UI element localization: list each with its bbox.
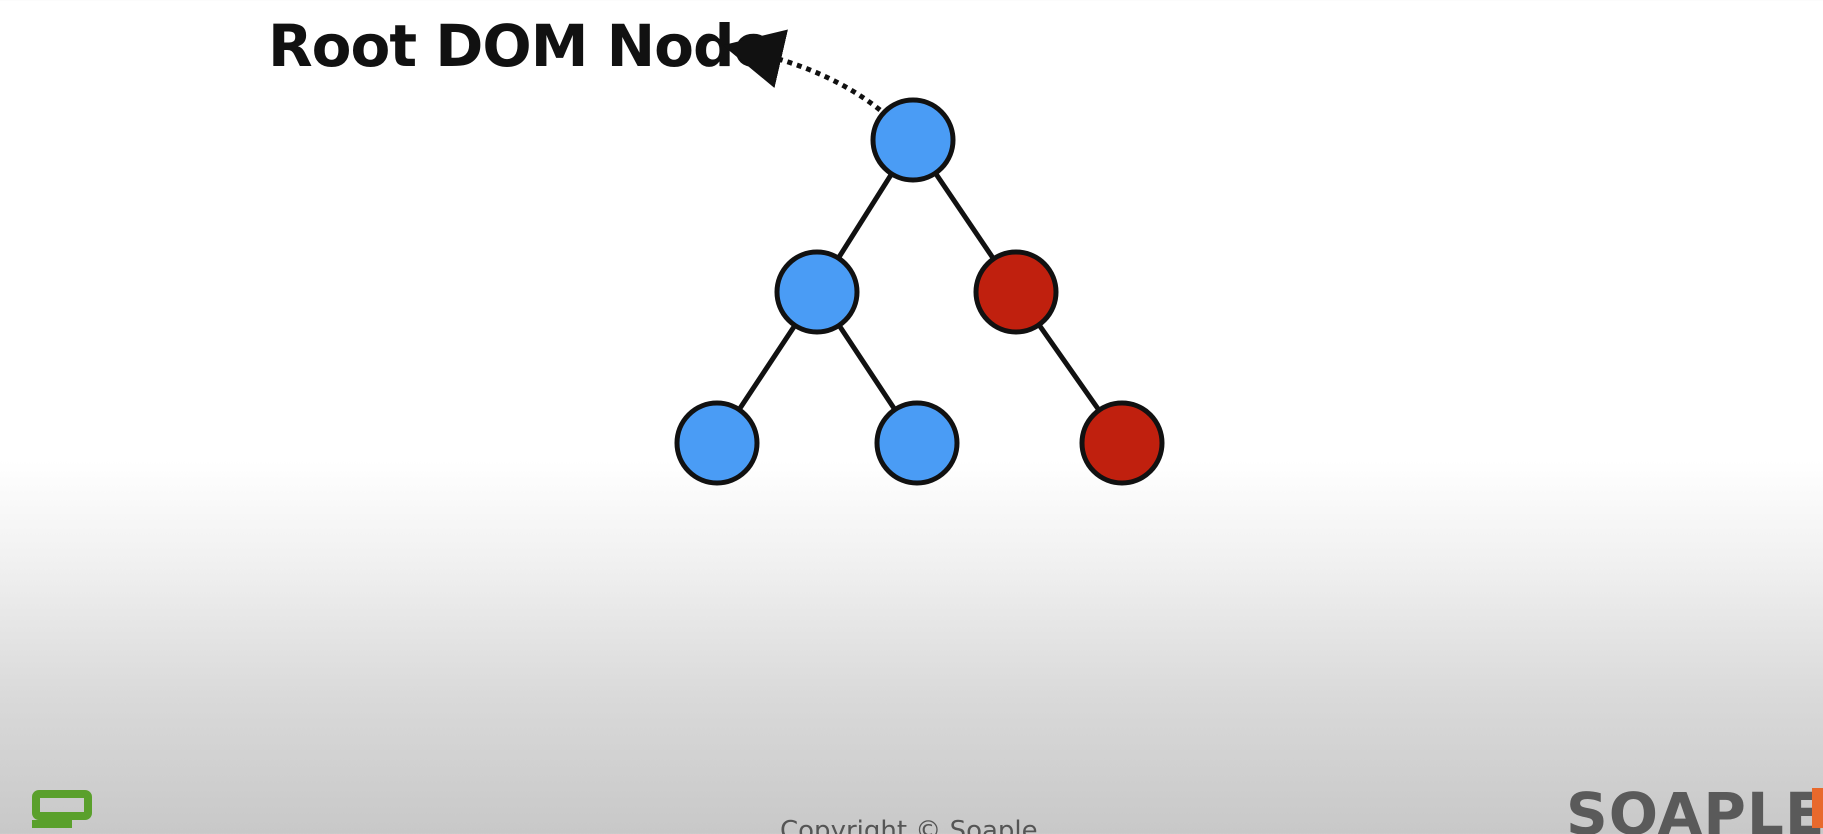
soaple-logo-icon xyxy=(28,790,98,834)
tree-node-n2 xyxy=(973,249,1059,335)
root-dom-node-label: Root DOM Node xyxy=(268,12,773,80)
tree-node-n0 xyxy=(870,97,956,183)
brand-wordmark: SOAPLE xyxy=(1566,780,1823,834)
tree-node-n1 xyxy=(774,249,860,335)
copyright-text: Copyright © Soaple xyxy=(780,816,1038,834)
tree-nodes xyxy=(674,97,1165,486)
tree-node-n5 xyxy=(1079,400,1165,486)
root-pointer-arrow xyxy=(722,29,882,112)
brand-accent-mark xyxy=(1812,788,1823,828)
tree-node-n3 xyxy=(674,400,760,486)
tree-node-n4 xyxy=(874,400,960,486)
